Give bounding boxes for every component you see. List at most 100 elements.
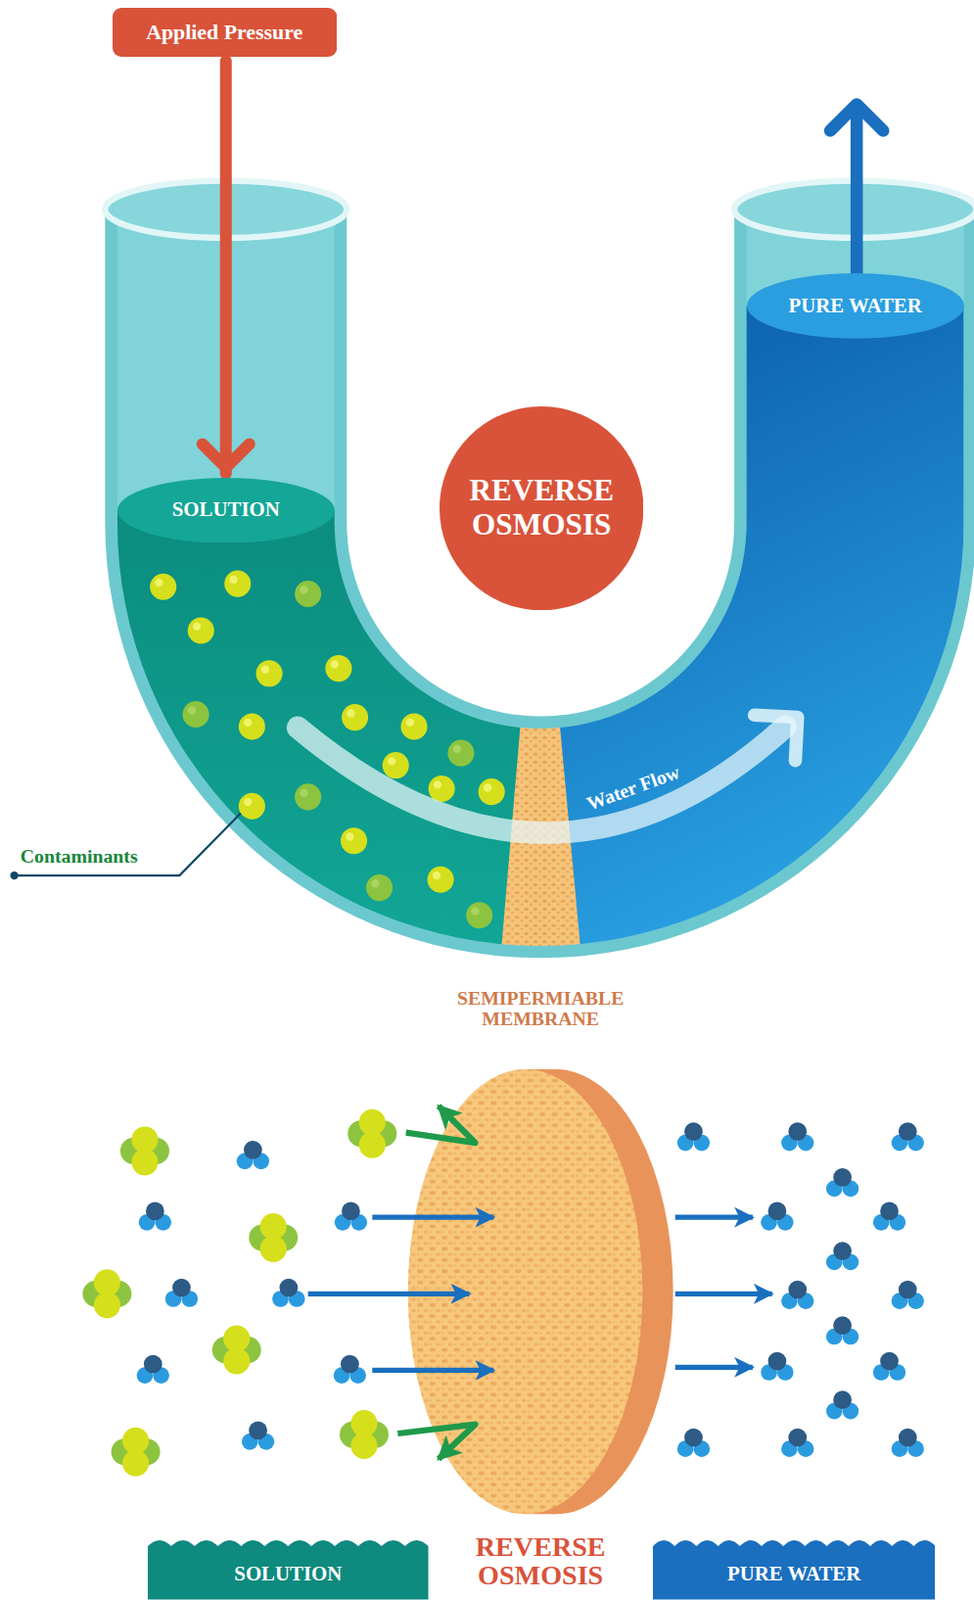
water-molecule (891, 1428, 925, 1457)
water-molecule (165, 1278, 198, 1307)
atom (898, 1121, 918, 1141)
part-label-holder: SEMIPERMIABLE MEMBRANE (428, 987, 653, 1031)
contaminant-shine (453, 744, 462, 753)
contaminant-dot (294, 580, 322, 607)
water-molecule (873, 1351, 906, 1381)
water-molecule (137, 1354, 170, 1384)
contaminant-ball (427, 866, 455, 893)
contaminant-shine (243, 797, 252, 806)
contaminant-dot (182, 700, 209, 728)
rejected-arrow (406, 1106, 476, 1144)
atom (788, 1121, 807, 1141)
contaminant-shine (432, 871, 441, 880)
contaminant-dot (340, 827, 368, 854)
atom (898, 1280, 918, 1299)
water-molecule (891, 1121, 925, 1151)
contaminant-molecule (111, 1427, 161, 1477)
atom (768, 1202, 788, 1221)
contaminant-shine (229, 575, 237, 584)
atom (350, 1432, 377, 1459)
contaminant-dot (427, 866, 455, 893)
ellipse-fill (746, 273, 965, 339)
leader-line (14, 813, 241, 877)
atom (340, 1354, 360, 1374)
title-label: REVERSE OSMOSIS (448, 1531, 633, 1590)
atom (880, 1202, 899, 1221)
water-arrow (675, 1291, 773, 1297)
part-label: SEMIPERMIABLE MEMBRANE (428, 987, 653, 1031)
atom (359, 1131, 386, 1159)
contaminant-dot (238, 712, 266, 740)
atom (684, 1121, 703, 1141)
solution-band: SOLUTION (147, 1537, 429, 1600)
liquid-group (0, 306, 974, 980)
contaminant-molecule (248, 1212, 298, 1262)
water-molecule (677, 1428, 710, 1457)
contaminant-ball (400, 712, 427, 740)
molecule-group (82, 1109, 925, 1477)
contaminant-ball (366, 874, 393, 901)
atom (93, 1291, 121, 1318)
atom (143, 1354, 163, 1374)
water-molecule (826, 1167, 859, 1197)
contaminant-ball (294, 783, 322, 810)
water-molecule (677, 1121, 710, 1151)
pressure-arrow (202, 60, 250, 473)
contaminant-ball (340, 827, 368, 854)
contaminant-molecule (212, 1325, 262, 1375)
wave-band-fill (147, 1539, 429, 1600)
box-fill (112, 7, 337, 57)
atom (684, 1428, 703, 1447)
water-molecule (873, 1202, 906, 1231)
contaminant-ball (447, 740, 474, 767)
callout-label-holder: Contaminants (20, 845, 139, 868)
contaminant-dot (149, 573, 177, 601)
solution-surface: SOLUTION (117, 477, 335, 544)
contaminant-dot (341, 703, 369, 731)
node-text: SOLUTION (172, 498, 280, 521)
contaminant-ball (341, 703, 369, 731)
contaminant-molecule (339, 1409, 389, 1459)
water-molecule (826, 1390, 859, 1419)
contaminant-shine (470, 906, 479, 915)
atom (243, 1140, 263, 1160)
water-molecule (333, 1354, 367, 1384)
node-text: Applied Pressure (145, 20, 303, 45)
text-block: PURE WATER (788, 294, 922, 318)
text-block: SOLUTION (172, 498, 280, 521)
solution-liquid (0, 510, 525, 979)
contaminant-ball (238, 712, 266, 740)
contaminant-ball (428, 775, 456, 802)
contaminant-dot (366, 874, 393, 901)
water-molecule (760, 1351, 793, 1381)
atom (122, 1449, 149, 1477)
contaminant-ball (324, 654, 352, 682)
water-molecule (781, 1121, 814, 1151)
contaminant-molecule (82, 1268, 132, 1318)
node-text: SOLUTION (233, 1562, 342, 1585)
contaminant-shine (299, 788, 308, 797)
water-molecule (781, 1428, 814, 1457)
outflow-arrow (850, 106, 864, 277)
contaminant-dot (324, 654, 352, 682)
contaminant-ball (478, 778, 506, 805)
contaminant-shine (345, 832, 354, 840)
node-text: PURE WATER (727, 1562, 861, 1585)
ellipse-fill (439, 406, 644, 610)
atom (278, 1278, 298, 1298)
node-text: REVERSE OSMOSIS (452, 473, 631, 542)
atom (833, 1167, 852, 1187)
title-label-holder: REVERSE OSMOSIS (448, 1531, 633, 1590)
contaminant-dot (294, 783, 322, 810)
water-arrow (371, 1367, 494, 1373)
atom (880, 1351, 899, 1371)
ellipse-fill (117, 477, 335, 544)
text-block: PURE WATER (727, 1562, 861, 1585)
contaminant-shine (243, 718, 252, 727)
contaminant-ball (182, 700, 209, 728)
atom (341, 1202, 361, 1221)
contaminant-ball (294, 580, 322, 607)
atom (172, 1278, 191, 1298)
water-molecule (826, 1241, 859, 1270)
